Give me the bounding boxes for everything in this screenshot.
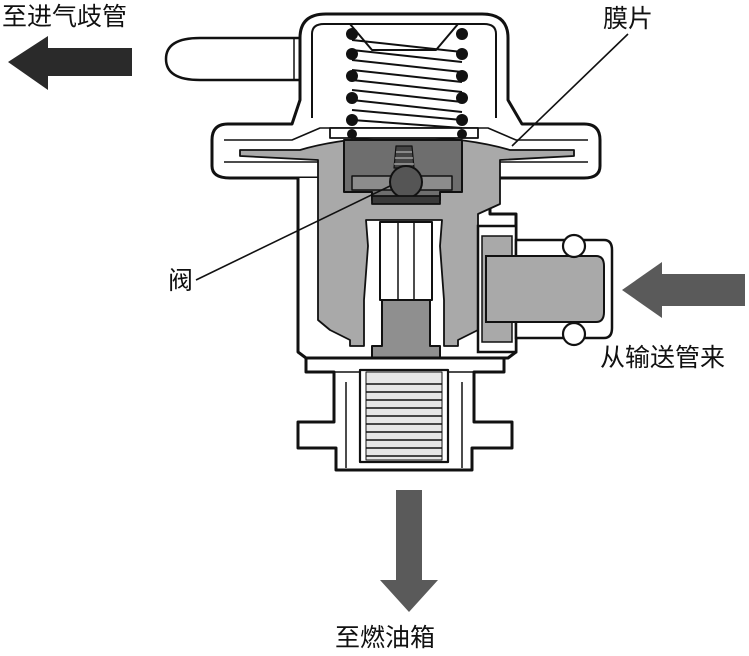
label-from-supply-pipe: 从输送管来 — [600, 343, 726, 372]
outlet-threads — [366, 383, 442, 457]
label-to-intake-manifold: 至进气歧管 — [2, 2, 128, 31]
label-valve: 阀 — [168, 266, 194, 295]
leader-diaphragm — [511, 33, 629, 147]
arrow-to-intake-manifold — [8, 36, 132, 90]
leader-valve — [195, 185, 391, 281]
arrow-from-supply-pipe — [622, 262, 745, 318]
label-diaphragm: 膜片 — [603, 4, 654, 33]
label-to-fuel-tank: 至燃油箱 — [335, 623, 436, 652]
spring — [351, 39, 463, 129]
supply-inlet-fitting — [476, 224, 614, 354]
arrow-to-fuel-tank — [380, 490, 438, 612]
spring-coil-dots — [346, 28, 468, 139]
